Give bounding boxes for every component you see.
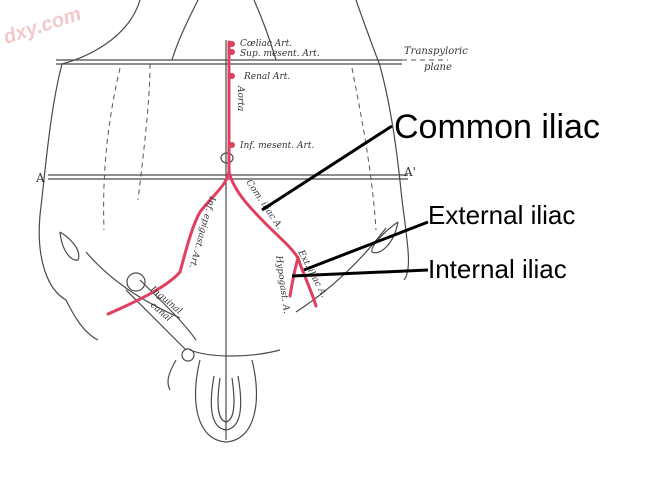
penis-inner xyxy=(217,377,235,423)
inguinal-ring xyxy=(126,272,146,292)
left-external-iliac-artery xyxy=(106,270,182,316)
coeliac-art-label: Cœliac Art. xyxy=(240,39,292,49)
torso-left-outline xyxy=(38,0,141,341)
right-external-iliac-artery xyxy=(296,256,318,308)
plane-a-left-label: A xyxy=(35,171,45,185)
coeliac-artery-dot xyxy=(229,41,235,47)
internal-iliac-label: Internal iliac xyxy=(428,254,567,284)
left-common-iliac-artery xyxy=(178,170,231,274)
right-iliac-crest xyxy=(371,221,399,254)
plane-a-right-label: A' xyxy=(403,165,416,179)
plane-label: plane xyxy=(424,62,452,73)
inf-mesenteric-artery-dot xyxy=(229,142,235,148)
sup-mesenteric-artery-dot xyxy=(229,49,235,55)
scrotum-outline xyxy=(194,359,258,443)
external-ring xyxy=(181,348,195,362)
aorta-label: Aorta xyxy=(235,85,245,111)
penis-outline xyxy=(210,375,242,431)
internal-iliac-pointer xyxy=(291,268,429,278)
inguinal-canal xyxy=(139,279,197,341)
spermatic-cord xyxy=(167,359,177,391)
right-common-iliac-artery xyxy=(227,170,300,260)
inf-mesent-art-label: Inf. mesent. Art. xyxy=(239,141,314,151)
common-iliac-pointer xyxy=(261,124,393,212)
costal-margin-right xyxy=(351,67,377,231)
umbilicus xyxy=(220,152,234,164)
pubic-line xyxy=(189,349,281,357)
common-iliac-label: Common iliac xyxy=(394,108,600,146)
left-iliac-crest xyxy=(59,231,80,261)
neck-right xyxy=(253,0,277,61)
sup-mesent-art-label: Sup. mesent. Art. xyxy=(240,49,320,59)
renal-art-label: Renal Art. xyxy=(243,72,290,82)
torso-right-outline xyxy=(355,0,410,281)
neck-left xyxy=(171,0,199,61)
external-iliac-label: External iliac xyxy=(428,200,575,230)
transpyloric-label: Transpyloric xyxy=(404,46,468,57)
costal-margin-inner-left xyxy=(137,63,151,201)
renal-artery-dot xyxy=(229,73,235,79)
external-iliac-pointer xyxy=(303,220,429,272)
left-groin-line xyxy=(85,251,181,319)
hypogast-label: Hypogast. A. xyxy=(273,254,291,315)
costal-margin-left xyxy=(103,67,121,231)
watermark: dxy.com xyxy=(1,3,84,49)
inguinal-canal xyxy=(125,289,187,351)
right-internal-iliac-artery xyxy=(288,256,300,298)
